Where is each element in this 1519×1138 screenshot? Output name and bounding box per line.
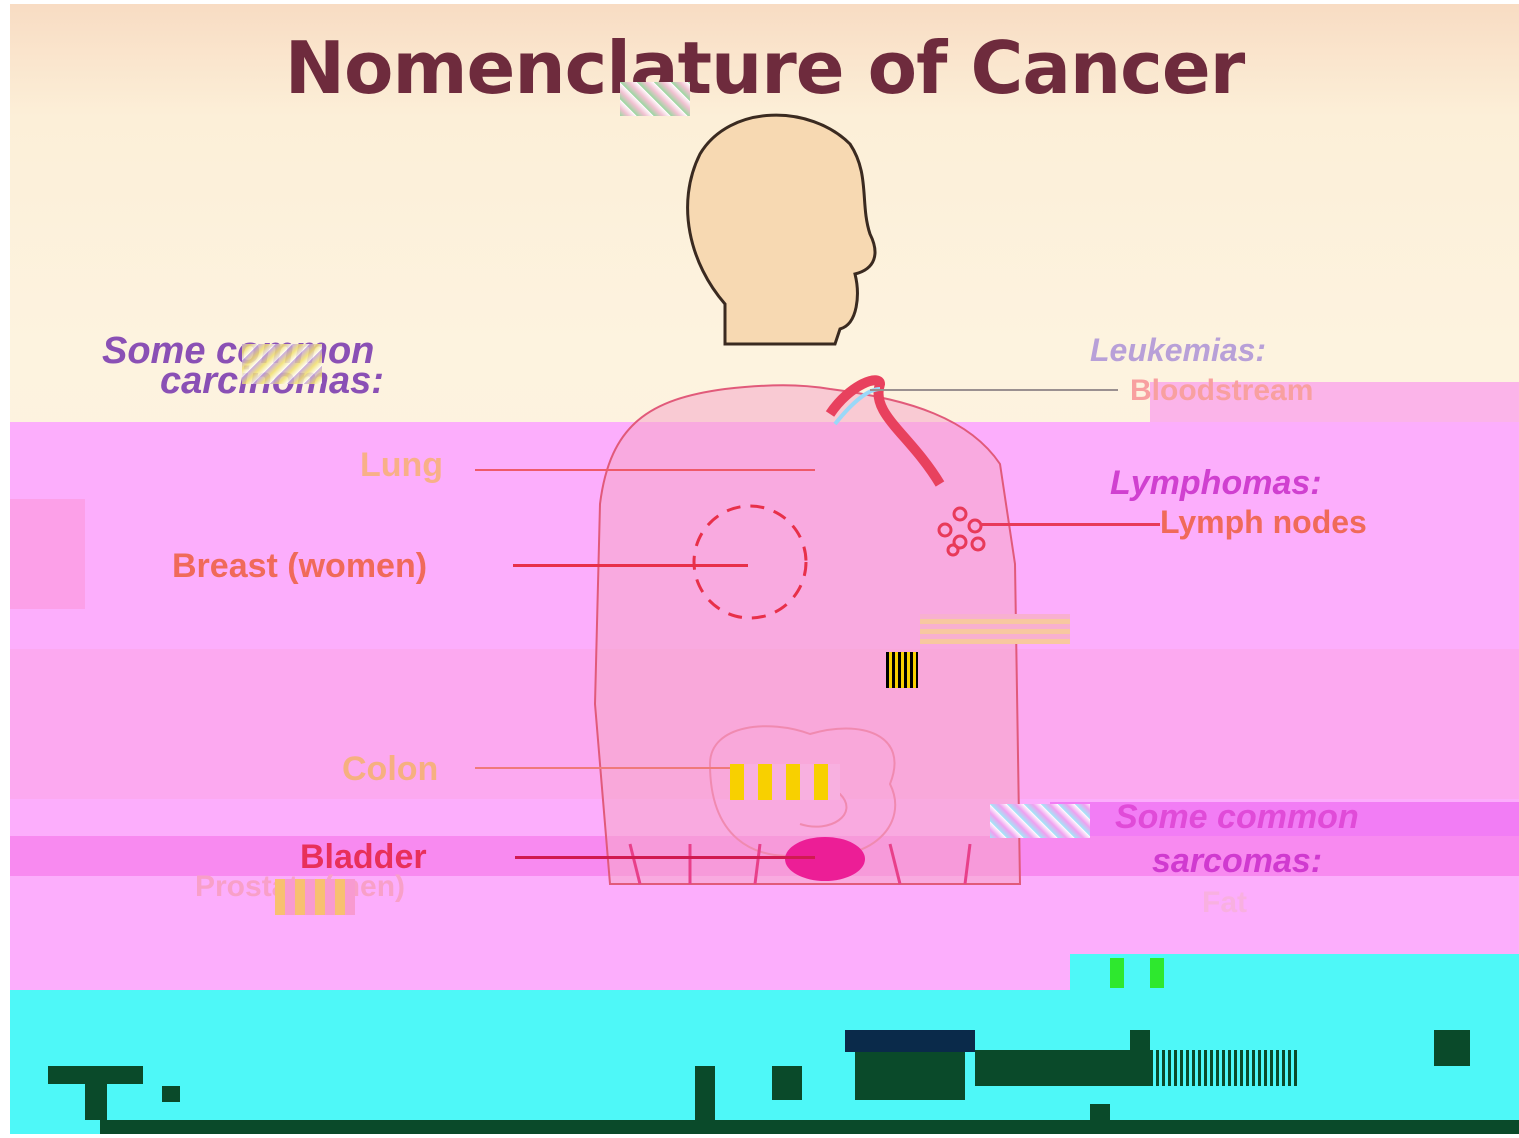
bloodstream-leader-line bbox=[870, 389, 1118, 391]
glitch-patch bbox=[886, 652, 918, 688]
sarcomas-header-line1: Some common bbox=[1115, 798, 1359, 837]
glitch-block bbox=[162, 1086, 180, 1102]
carcinoma-label-breast: Breast (women) bbox=[172, 547, 427, 586]
leukemias-header: Leukemias: bbox=[1090, 332, 1266, 369]
glitch-block bbox=[1110, 958, 1124, 988]
slide: Nomenclature of Cancer Some c bbox=[10, 4, 1519, 1134]
bladder-leader-line bbox=[515, 856, 815, 859]
carcinoma-label-lung: Lung bbox=[360, 446, 443, 485]
breast-leader-line bbox=[513, 564, 748, 567]
glitch-block bbox=[1090, 1104, 1110, 1120]
sarcomas-header-line2: sarcomas: bbox=[1152, 842, 1322, 881]
glitch-block bbox=[85, 1080, 107, 1120]
glitch-block bbox=[1070, 954, 1519, 990]
glitch-block bbox=[100, 1120, 1519, 1134]
head-silhouette bbox=[688, 115, 875, 344]
glitch-patch bbox=[990, 804, 1090, 838]
glitch-patch bbox=[242, 344, 322, 384]
glitch-block bbox=[1130, 1030, 1150, 1060]
lymph-nodes-label: Lymph nodes bbox=[1160, 504, 1367, 541]
glitch-block bbox=[1150, 958, 1164, 988]
lung-leader-line bbox=[475, 469, 815, 471]
glitch-block bbox=[855, 1052, 965, 1100]
glitch-patch bbox=[275, 879, 355, 915]
lymph-leader-line bbox=[982, 523, 1160, 526]
colon-leader-line bbox=[475, 767, 735, 769]
lymphomas-header: Lymphomas: bbox=[1110, 464, 1322, 503]
glitch-patch bbox=[620, 82, 690, 116]
fat-label: Fat bbox=[1202, 886, 1247, 920]
carcinoma-label-colon: Colon bbox=[342, 750, 438, 789]
glitch-block bbox=[1150, 1050, 1300, 1086]
glitch-block bbox=[1434, 1030, 1470, 1066]
glitch-block bbox=[695, 1066, 715, 1120]
glitch-block bbox=[845, 1030, 975, 1052]
glitch-patch bbox=[730, 764, 840, 800]
glitch-patch bbox=[920, 614, 1070, 644]
glitch-bar bbox=[10, 990, 1519, 1134]
glitch-block bbox=[772, 1066, 802, 1100]
bladder-shape bbox=[785, 837, 865, 881]
bloodstream-label: Bloodstream bbox=[1130, 374, 1313, 408]
glitch-block bbox=[975, 1050, 1150, 1086]
